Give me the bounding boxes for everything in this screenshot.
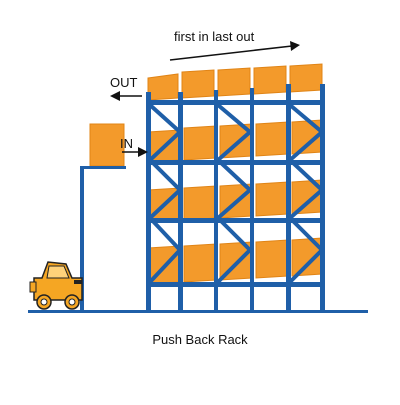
beam-level xyxy=(146,218,325,223)
middle-upright xyxy=(250,88,254,310)
rear-upright-right xyxy=(320,84,325,310)
forklift-icon xyxy=(29,261,83,310)
arrow-right-icon xyxy=(169,41,300,61)
arrow-right-icon xyxy=(122,147,148,157)
pallet-icon xyxy=(183,185,217,221)
rear-upright-left xyxy=(286,84,291,310)
forklift-forks xyxy=(82,166,126,169)
pallet-icon xyxy=(255,121,289,157)
pallet-icon xyxy=(181,69,215,99)
pallet-icon xyxy=(255,181,289,217)
pallet-icon xyxy=(147,73,179,101)
pallet-icon xyxy=(183,125,217,161)
beam-level xyxy=(146,160,325,165)
rack-bracing xyxy=(147,103,326,284)
direction-label: first in last out xyxy=(174,29,255,44)
in-label: IN xyxy=(120,136,133,151)
pallet-icon xyxy=(255,239,289,279)
floor-line xyxy=(28,310,368,313)
front-upright-right xyxy=(178,92,183,310)
pallet-icon xyxy=(289,63,323,93)
pallet-icon xyxy=(89,123,125,167)
pallet-icon xyxy=(183,243,217,283)
pallet-icon xyxy=(253,65,287,95)
beam-level xyxy=(146,100,325,105)
out-label: OUT xyxy=(110,75,138,90)
beam-level xyxy=(146,282,325,287)
middle-upright xyxy=(214,90,218,310)
diagram-caption: Push Back Rack xyxy=(152,332,248,347)
pallet-icon xyxy=(217,67,251,97)
forklift-mast xyxy=(80,166,84,310)
front-upright-left xyxy=(146,92,151,310)
arrow-left-icon xyxy=(110,91,142,101)
rack-frames xyxy=(146,84,325,310)
